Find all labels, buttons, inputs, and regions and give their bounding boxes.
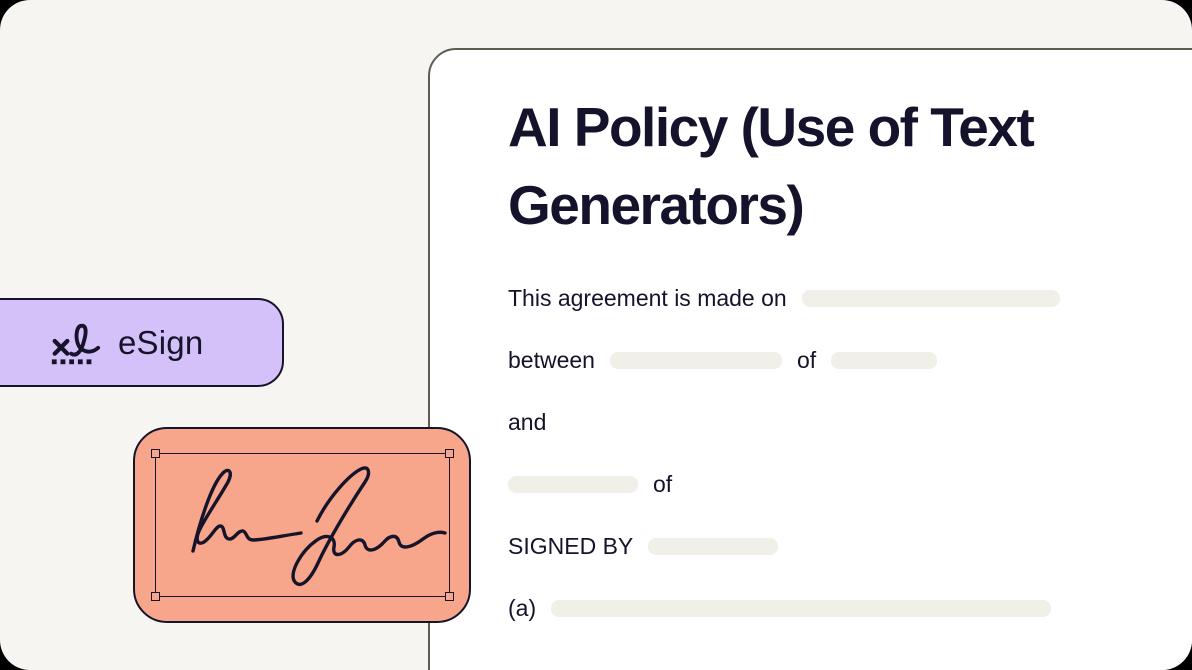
handwritten-signature — [191, 466, 447, 587]
document-line: of — [508, 470, 1128, 497]
line-text: (a) — [508, 594, 537, 621]
document-line: (a) — [508, 594, 1128, 621]
esign-badge[interactable]: eSign — [0, 298, 284, 387]
document-title-line-1: AI Policy (Use of Text — [508, 96, 1035, 158]
field-placeholder[interactable] — [801, 289, 1060, 307]
document-card — [428, 48, 1192, 670]
selection-handle-top-right[interactable] — [445, 449, 454, 458]
signature-selection-frame[interactable] — [151, 449, 454, 601]
signature-stamp[interactable] — [133, 427, 471, 623]
line-text: between — [508, 346, 595, 373]
line-text: and — [508, 408, 547, 435]
field-placeholder[interactable] — [831, 351, 938, 369]
field-placeholder[interactable] — [508, 475, 638, 493]
line-text: of — [796, 346, 817, 373]
line-text: of — [653, 470, 673, 497]
selection-handle-top-left[interactable] — [151, 449, 160, 458]
line-text: SIGNED BY — [508, 532, 634, 559]
document-line: SIGNED BY — [508, 532, 1128, 559]
document-line: This agreement is made on — [508, 284, 1128, 311]
document-line: between of — [508, 346, 1128, 373]
document-line: and — [508, 408, 1128, 435]
esign-badge-label: eSign — [118, 323, 204, 361]
line-text: This agreement is made on — [508, 284, 787, 311]
selection-handle-bottom-left[interactable] — [151, 592, 160, 601]
document-title: AI Policy (Use of Text Generators) — [508, 88, 1148, 244]
field-placeholder[interactable] — [648, 537, 779, 555]
selection-handle-bottom-right[interactable] — [445, 592, 454, 601]
field-placeholder[interactable] — [551, 599, 1052, 617]
sign-here-icon — [51, 323, 101, 364]
field-placeholder[interactable] — [609, 351, 782, 369]
document-title-line-2: Generators) — [508, 174, 805, 236]
dotted-line — [51, 358, 92, 364]
